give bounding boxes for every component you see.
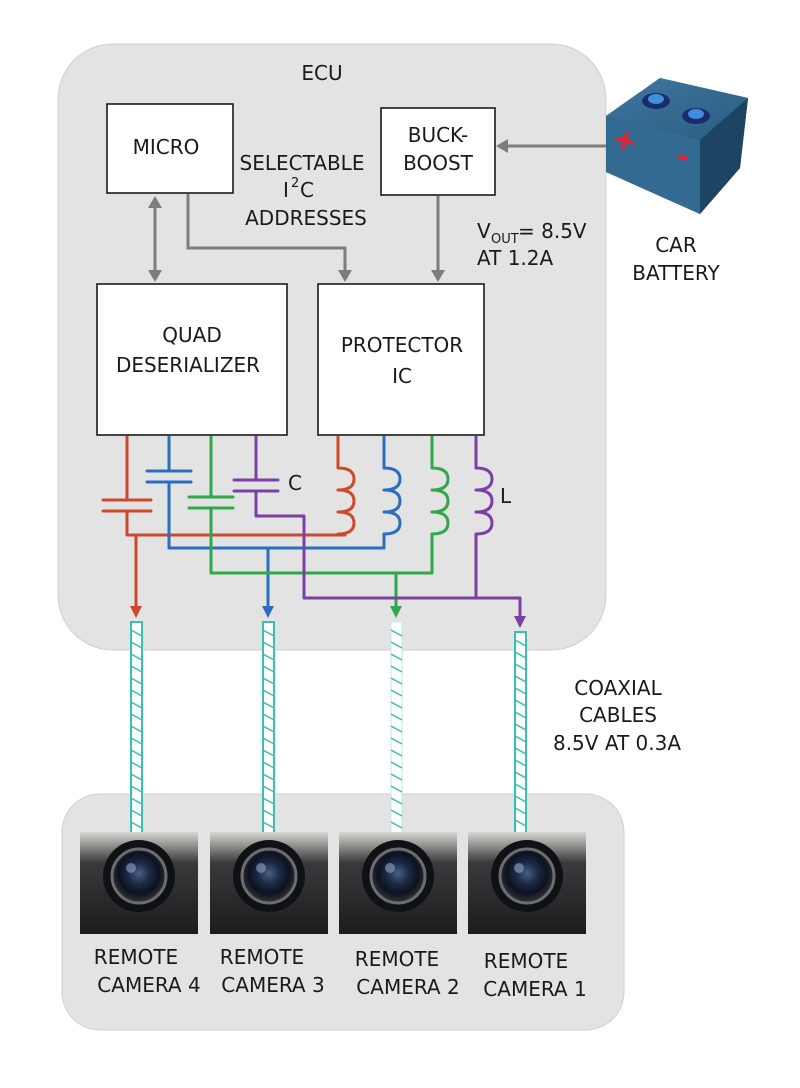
camera-3-label-line2: CAMERA 3 [221, 973, 324, 997]
car-battery-icon: + - [606, 78, 748, 214]
protector-label-line1: PROTECTOR [341, 333, 463, 357]
coax-cable-1 [514, 631, 527, 838]
capacitor-label: C [288, 471, 302, 495]
buck-boost-label-line2: BOOST [403, 151, 474, 175]
camera-2-image [339, 832, 457, 934]
camera-1-label-line2: CAMERA 1 [483, 977, 586, 1001]
control-connections [148, 139, 606, 282]
camera-3-label-line1: REMOTE [220, 945, 304, 969]
camera-2-label-line2: CAMERA 2 [356, 975, 459, 999]
battery-label-line2: BATTERY [632, 261, 720, 285]
protector-ic-block [317, 283, 485, 436]
coax-cable-2 [390, 621, 403, 838]
micro-block [106, 103, 234, 194]
camera-1-image [468, 832, 586, 934]
quad-label-line2: DESERIALIZER [116, 353, 260, 377]
protector-label-line2: IC [392, 364, 412, 388]
camera-3-image [210, 832, 328, 934]
inductor-label: L [500, 484, 512, 508]
battery-label-line1: CAR [655, 233, 697, 257]
vout-sub: OUT [491, 232, 519, 247]
coax-cable-4 [130, 621, 143, 838]
quad-label-line1: QUAD [162, 323, 221, 347]
coax-label-line2: CABLES [579, 703, 657, 727]
buck-boost-label-line1: BUCK- [408, 123, 469, 147]
coax-cable-3 [262, 621, 275, 838]
camera-4-label-line2: CAMERA 4 [97, 973, 200, 997]
i2c-label-i: I [283, 178, 289, 202]
vout-line2: AT 1.2A [477, 246, 554, 270]
i2c-label-c: C [300, 178, 314, 202]
i2c-label-sup: 2 [291, 176, 299, 191]
ecu-label: ECU [301, 61, 342, 85]
vout-value: = 8.5V [518, 219, 587, 243]
camera-4-image [80, 832, 198, 934]
quad-deserializer-block [96, 283, 288, 436]
inductor-network [336, 435, 494, 600]
capacitor-network [101, 435, 526, 628]
coax-label-line1: COAXIAL [574, 676, 662, 700]
camera-4-label-line1: REMOTE [94, 945, 178, 969]
i2c-label-line3: ADDRESSES [245, 206, 367, 230]
camera-1-label-line1: REMOTE [484, 949, 568, 973]
buck-boost-block [380, 107, 496, 196]
i2c-label-line1: SELECTABLE [240, 151, 365, 175]
coax-label-line3: 8.5V AT 0.3A [553, 731, 681, 755]
vout-v: V [477, 219, 491, 243]
camera-2-label-line1: REMOTE [355, 947, 439, 971]
micro-label: MICRO [133, 135, 200, 159]
